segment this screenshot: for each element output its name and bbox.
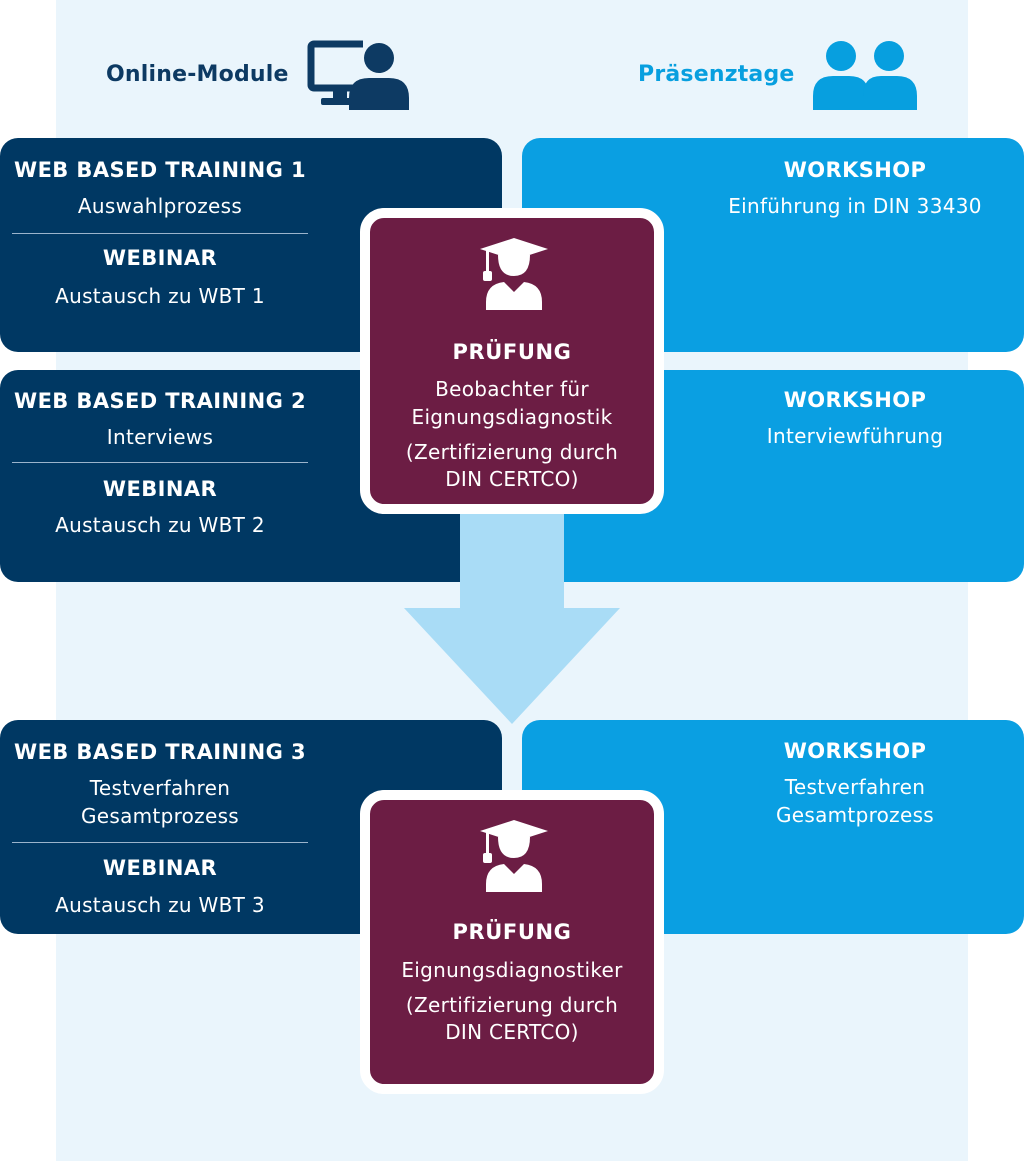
- webinar-3-subtitle: Austausch zu WBT 3: [55, 893, 265, 917]
- divider-row-1: [12, 233, 308, 234]
- exam-box-2: PRÜFUNG Eignungsdiagnostiker (Zertifizie…: [360, 790, 664, 1094]
- exam-1-title: PRÜFUNG: [452, 340, 572, 364]
- wbt-3-block: WEB BASED TRAINING 3 Testverfahren Gesam…: [12, 738, 308, 830]
- presence-days-header: Präsenztage: [638, 38, 919, 110]
- workshop-3-subtitle-line-2: Gesamtprozess: [775, 803, 935, 827]
- webinar-2-subtitle: Austausch zu WBT 2: [55, 513, 265, 537]
- wbt-1-title: WEB BASED TRAINING 1: [14, 158, 306, 182]
- webinar-3-title: WEBINAR: [102, 856, 218, 880]
- exam-2-note-line-1: (Zertifizierung durch: [405, 993, 619, 1017]
- exam-2-title: PRÜFUNG: [452, 920, 572, 944]
- exam-1-note-line-1: (Zertifizierung durch: [405, 440, 619, 464]
- workshop-3-block: WORKSHOP Testverfahren Gesamtprozess: [690, 737, 1020, 829]
- exam-2-line-1: Eignungsdiagnostiker: [401, 958, 623, 982]
- workshop-1-subtitle: Einführung in DIN 33430: [728, 194, 982, 218]
- computer-user-icon: [307, 38, 411, 110]
- users-group-icon: [812, 41, 917, 110]
- exam-1-note-line-2: DIN CERTCO): [445, 467, 579, 491]
- wbt-3-title: WEB BASED TRAINING 3: [14, 740, 306, 764]
- wbt-2-title: WEB BASED TRAINING 2: [14, 389, 306, 413]
- exam-2-note-line-2: DIN CERTCO): [445, 1020, 579, 1044]
- webinar-1-block: WEBINAR Austausch zu WBT 1: [12, 244, 308, 310]
- wbt-1-subtitle: Auswahlprozess: [77, 194, 243, 218]
- webinar-2-block: WEBINAR Austausch zu WBT 2: [12, 475, 308, 539]
- exam-1-line-1: Beobachter für: [435, 377, 589, 401]
- workshop-2-title: WORKSHOP: [783, 388, 927, 412]
- presence-days-label: Präsenztage: [638, 61, 795, 87]
- online-modules-label: Online-Module: [106, 61, 289, 87]
- online-modules-header: Online-Module: [106, 38, 411, 110]
- wbt-2-block: WEB BASED TRAINING 2 Interviews: [12, 387, 308, 451]
- workshop-2-block: WORKSHOP Interviewführung: [690, 386, 1020, 450]
- workshop-3-title: WORKSHOP: [783, 739, 927, 763]
- graduation-cap-icon: [480, 820, 548, 892]
- divider-row-3: [12, 842, 308, 843]
- wbt-3-subtitle-line-1: Testverfahren: [89, 776, 231, 800]
- webinar-1-subtitle: Austausch zu WBT 1: [55, 284, 265, 308]
- divider-row-2: [12, 462, 308, 463]
- workshop-3-subtitle-line-1: Testverfahren: [784, 775, 926, 799]
- graduation-cap-icon: [480, 238, 548, 310]
- webinar-3-block: WEBINAR Austausch zu WBT 3: [12, 854, 308, 919]
- webinar-1-title: WEBINAR: [102, 246, 218, 270]
- workshop-1-title: WORKSHOP: [783, 158, 927, 182]
- wbt-3-subtitle-line-2: Gesamtprozess: [80, 804, 240, 828]
- exam-box-1: PRÜFUNG Beobachter für Eignungsdiagnosti…: [360, 208, 664, 514]
- down-arrow: [404, 500, 620, 724]
- wbt-1-block: WEB BASED TRAINING 1 Auswahlprozess: [12, 156, 308, 220]
- webinar-2-title: WEBINAR: [102, 477, 218, 501]
- exam-1-line-2: Eignungsdiagnostik: [411, 405, 613, 429]
- wbt-2-subtitle: Interviews: [106, 425, 214, 449]
- workshop-1-block: WORKSHOP Einführung in DIN 33430: [690, 156, 1020, 220]
- workshop-2-subtitle: Interviewführung: [766, 424, 944, 448]
